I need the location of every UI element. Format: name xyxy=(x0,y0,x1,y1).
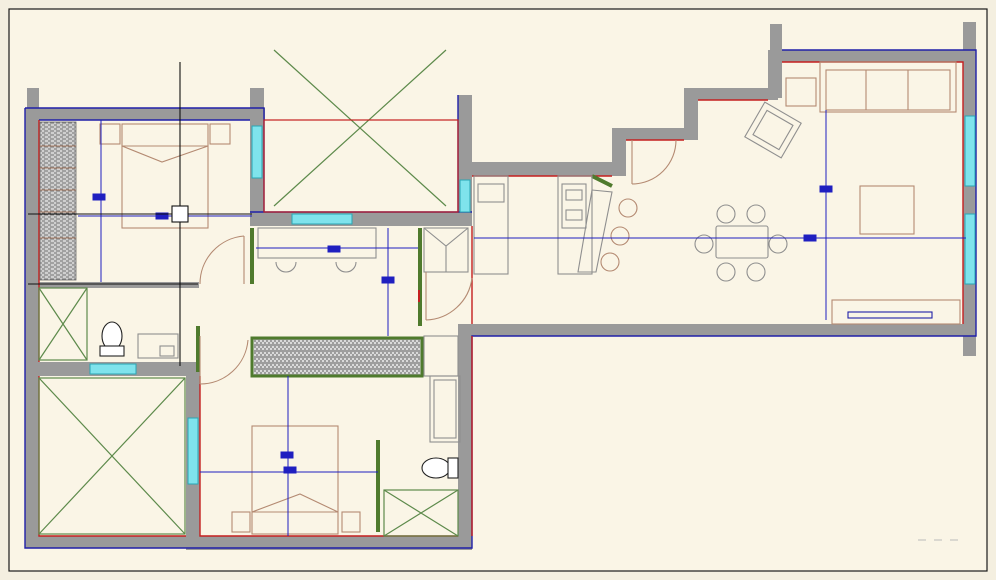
sink-icon xyxy=(137,333,179,359)
dimension-tags xyxy=(92,185,833,474)
window-bedroom-right xyxy=(251,125,263,179)
wall-pillar-1 xyxy=(27,88,39,118)
shaft-bottom-left xyxy=(38,377,186,535)
wall-bottom-living xyxy=(458,324,976,336)
wall-top-living xyxy=(768,50,976,62)
shower-tray-diag xyxy=(423,227,469,272)
stool-icon xyxy=(600,198,638,272)
stove-icon xyxy=(561,183,587,229)
bathrooms xyxy=(99,227,469,479)
shafts xyxy=(38,49,459,537)
wall-bedroom-bottom xyxy=(39,282,199,288)
shaft-top xyxy=(263,119,459,213)
wall-under-shaft xyxy=(250,212,472,226)
shaft-left-mid xyxy=(38,287,88,361)
sofa-icon xyxy=(819,61,957,113)
window-shaft-bottom xyxy=(291,213,353,225)
dining-table-icon xyxy=(694,204,788,282)
doors xyxy=(199,139,677,385)
window-kitchen xyxy=(459,179,471,213)
bed-icon xyxy=(231,425,361,535)
drawing-frame xyxy=(8,8,988,572)
closet-bedroom-2 xyxy=(250,336,424,378)
outline-red xyxy=(38,61,964,537)
windows xyxy=(89,115,976,485)
shaft-shower xyxy=(383,489,459,537)
wall-left xyxy=(25,108,39,548)
closets xyxy=(39,121,613,532)
kitchen-island xyxy=(577,189,613,273)
kitchen xyxy=(473,175,613,275)
window-bath-left xyxy=(89,363,137,375)
door-swing-icon xyxy=(631,139,677,185)
wall-step-2-top xyxy=(684,88,778,100)
sink-icon xyxy=(477,183,505,203)
window-living-upper xyxy=(964,115,976,187)
shaft-top-cross xyxy=(273,49,447,207)
wall-bottom-left-shaft xyxy=(25,536,200,548)
wall-pillar-4 xyxy=(963,22,976,54)
shaft-left-mid-cross xyxy=(38,287,88,361)
kitchen-counter-right xyxy=(557,175,593,275)
wall-pillar-3 xyxy=(770,24,782,54)
closet-bedroom-1 xyxy=(39,121,77,281)
wall-step-2 xyxy=(684,88,698,138)
coffee-table xyxy=(859,185,915,235)
tv-console xyxy=(831,299,961,325)
side-table xyxy=(785,77,817,107)
toilet-icon xyxy=(99,321,125,357)
corridor-cabinet xyxy=(423,335,459,377)
shaft-shower-cross xyxy=(383,489,459,537)
door-swing-icon xyxy=(425,272,473,321)
bed-icon xyxy=(99,123,231,229)
wall-bath-right xyxy=(458,324,472,550)
hall-table xyxy=(257,227,377,273)
wall-bottom xyxy=(186,536,472,550)
window-living-lower xyxy=(964,213,976,285)
wall-step-1-top xyxy=(612,128,698,140)
armchair-icon xyxy=(744,101,802,159)
dimension-lines xyxy=(78,110,966,536)
wall-top-bedroom xyxy=(25,108,265,120)
kitchen-counter-left xyxy=(473,175,509,275)
crosshair-icon xyxy=(28,62,252,366)
door-swing-icon xyxy=(199,336,249,385)
window-bedroom2-left xyxy=(187,417,199,485)
door-swing-icon xyxy=(199,235,245,285)
wall-right xyxy=(963,50,976,356)
shaft-bottom-left-cross xyxy=(38,377,186,535)
green-partition-hall xyxy=(196,174,613,532)
wall-top-kitchen xyxy=(458,162,626,176)
closet-bedroom-1-dividers xyxy=(40,145,76,239)
furniture xyxy=(99,61,961,535)
toilet-icon xyxy=(421,457,459,479)
